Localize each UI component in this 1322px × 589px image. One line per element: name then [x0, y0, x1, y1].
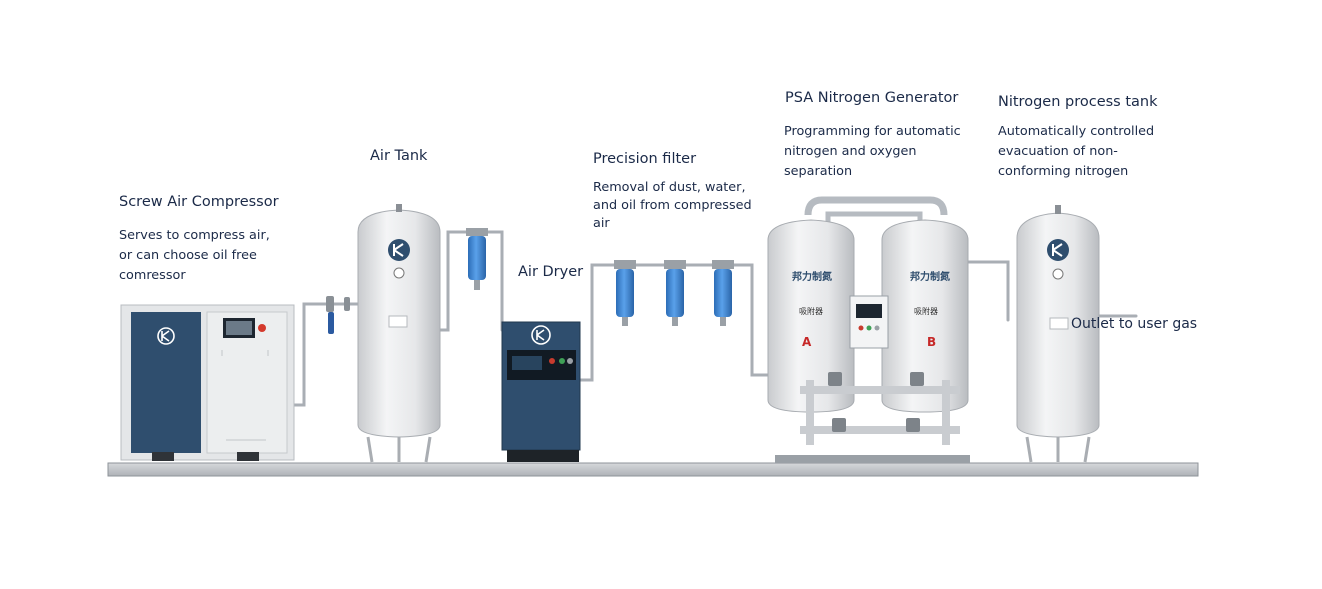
- stage-desc-nitrogen-tank: Automatically controlled evacuation of n…: [998, 124, 1155, 179]
- gauge-icon: [1052, 268, 1064, 280]
- stage-title-compressor: Screw Air Compressor: [119, 194, 279, 210]
- gauge-icon: [393, 267, 405, 279]
- pipe-fittings: [326, 296, 350, 334]
- brand-logo-icon: [157, 327, 175, 345]
- base-platform: [107, 462, 1199, 477]
- brand-logo-icon: [531, 325, 551, 345]
- tower-a-brand: 邦力制氮: [792, 270, 832, 283]
- inline-filter: [466, 228, 488, 290]
- brand-logo-icon: [1047, 239, 1069, 261]
- stage-title-air-dryer: Air Dryer: [518, 264, 584, 280]
- stage-desc-psa-generator: Programming for automatic nitrogen and o…: [784, 124, 961, 179]
- psa-nitrogen-generator: 邦力制氮 邦力制氮 吸附器 吸附器 A B: [767, 196, 970, 463]
- air-dryer: [501, 321, 581, 462]
- tower-b-label: 吸附器: [914, 306, 938, 316]
- nitrogen-process-tank: [1016, 205, 1100, 463]
- tower-a-label: 吸附器: [799, 306, 823, 316]
- brand-logo-icon: [388, 239, 410, 261]
- tower-b-letter: B: [927, 335, 936, 349]
- precision-filters: [614, 260, 734, 326]
- tower-b-brand: 邦力制氮: [910, 270, 950, 283]
- stage-desc-precision-filter: Removal of dust, water, and oil from com…: [593, 180, 752, 231]
- stage-desc-compressor: Serves to compress air, or can choose oi…: [119, 228, 270, 283]
- outlet-label: Outlet to user gas: [1071, 316, 1198, 332]
- screw-air-compressor: [120, 304, 295, 461]
- air-tank: [357, 204, 441, 463]
- stage-title-precision-filter: Precision filter: [593, 151, 697, 167]
- stage-title-psa-generator: PSA Nitrogen Generator: [785, 90, 959, 106]
- stage-title-nitrogen-tank: Nitrogen process tank: [998, 94, 1158, 110]
- stage-title-air-tank: Air Tank: [370, 148, 428, 164]
- tower-a-letter: A: [802, 335, 812, 349]
